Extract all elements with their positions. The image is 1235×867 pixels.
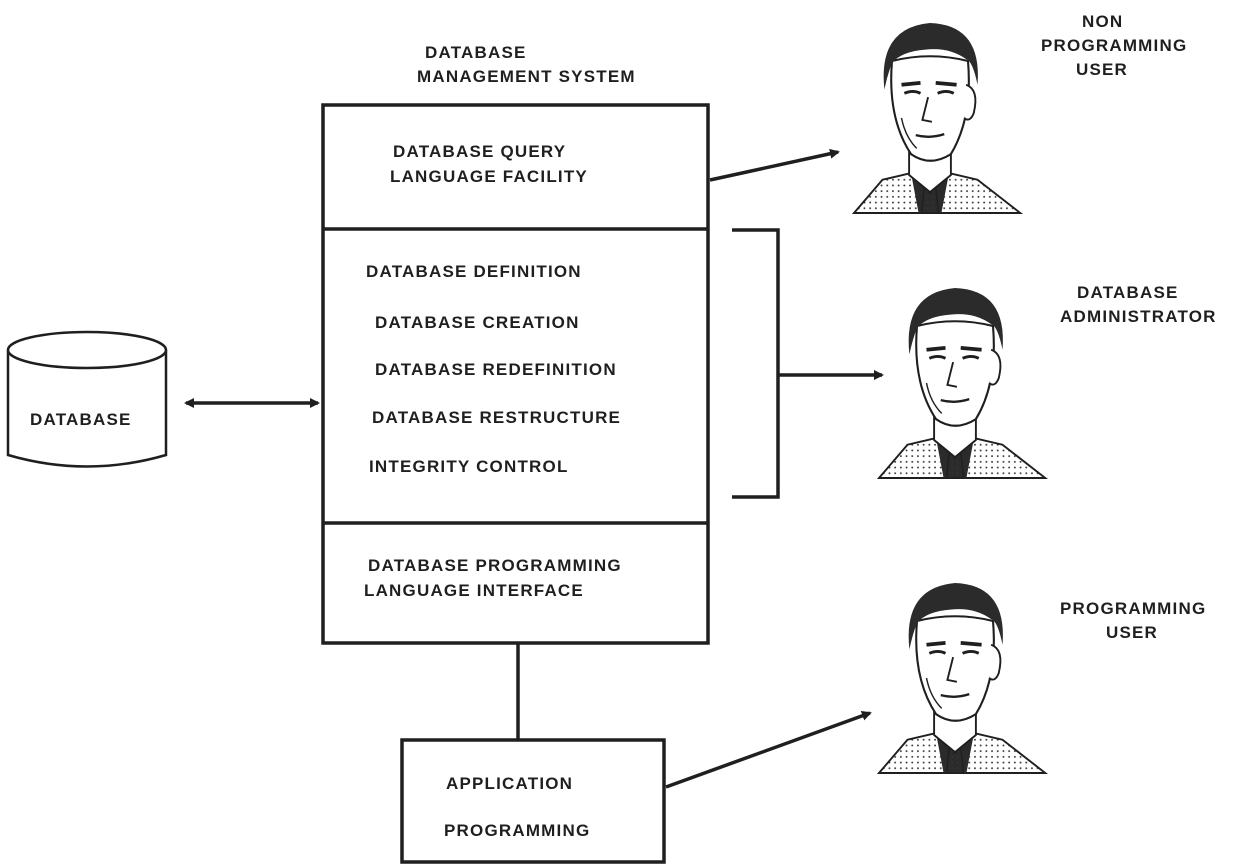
admin-function-integrity: INTEGRITY CONTROL <box>369 457 569 476</box>
admin-function-definition: DATABASE DEFINITION <box>366 262 582 281</box>
dbms-title-line1: DATABASE <box>425 43 527 62</box>
application-line2: PROGRAMMING <box>444 821 591 840</box>
query-facility-line1: DATABASE QUERY <box>393 142 567 161</box>
application-to-user-arrow <box>665 711 872 789</box>
programming-user-line1: PROGRAMMING <box>1060 599 1207 618</box>
programming-interface-line1: DATABASE PROGRAMMING <box>368 556 622 575</box>
programming-interface-line2: LANGUAGE INTERFACE <box>364 581 584 600</box>
query-facility-line2: LANGUAGE FACILITY <box>390 167 588 186</box>
database-label: DATABASE <box>30 410 132 429</box>
dbms-title-line2: MANAGEMENT SYSTEM <box>417 67 636 86</box>
non-programming-user-line2: PROGRAMMING <box>1041 36 1188 55</box>
application-box <box>400 738 666 864</box>
dba-line2: ADMINISTRATOR <box>1060 307 1217 326</box>
admin-function-creation: DATABASE CREATION <box>375 313 580 332</box>
database-cylinder-icon <box>6 330 168 468</box>
programming-user-line2: USER <box>1106 623 1159 642</box>
dba-portrait-icon <box>877 286 1048 480</box>
dbms-box <box>321 103 710 645</box>
admin-function-redefinition: DATABASE REDEFINITION <box>375 360 617 379</box>
non-programming-user-line3: USER <box>1076 60 1129 79</box>
non-programming-user-portrait-icon <box>852 21 1023 215</box>
dba-line1: DATABASE <box>1077 283 1179 302</box>
query-to-user-arrow <box>709 148 840 182</box>
non-programming-user-line1: NON <box>1082 12 1124 31</box>
admin-function-restructure: DATABASE RESTRUCTURE <box>372 408 622 427</box>
application-line1: APPLICATION <box>446 774 574 793</box>
programming-user-portrait-icon <box>877 581 1048 775</box>
admin-bracket <box>732 228 780 499</box>
